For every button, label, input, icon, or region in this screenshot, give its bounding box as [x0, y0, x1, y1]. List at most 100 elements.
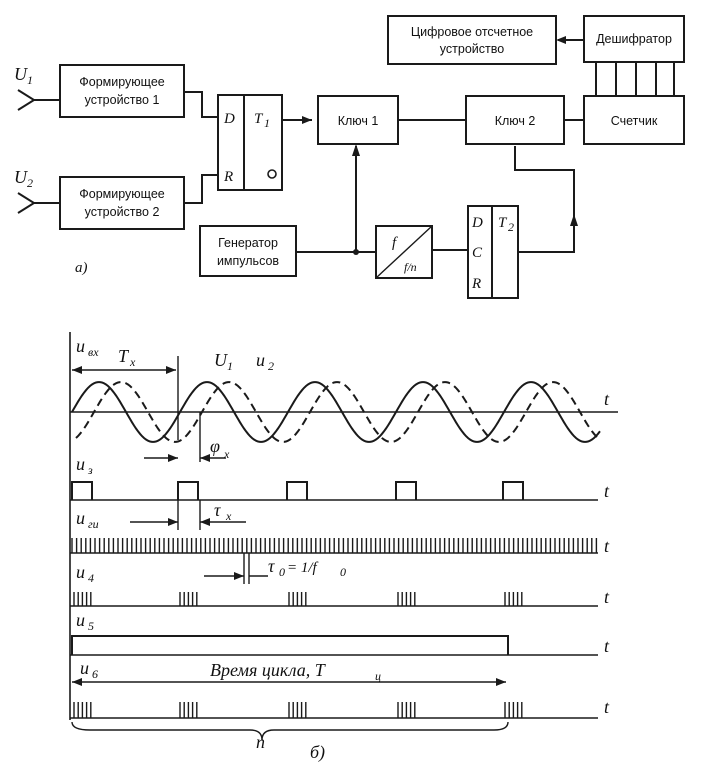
- divider-block: f f/n: [375, 225, 433, 279]
- period-sub: x: [129, 355, 136, 369]
- n-label: n: [256, 732, 265, 752]
- key-1-block: Ключ 1: [317, 95, 399, 145]
- gate-pulse: [286, 481, 308, 500]
- cycle-time-sub: ц: [375, 669, 381, 683]
- trigger-t1-r: R: [223, 169, 233, 185]
- wave2-sub: 2: [268, 359, 274, 373]
- counter-decoder-bus: [595, 62, 675, 96]
- input-u2: U 2: [14, 167, 60, 214]
- cycle-arrow-left-icon: [72, 678, 82, 686]
- trigger-t2-name: T: [498, 215, 508, 231]
- row2-sub: з: [87, 463, 93, 477]
- row3-label: u: [76, 508, 85, 528]
- key-1-label: Ключ 1: [338, 114, 379, 128]
- shaper-2-block: Формирующее устройство 2: [59, 176, 185, 230]
- tau-arrow-icon-2: [200, 518, 210, 526]
- key-2-label: Ключ 2: [495, 114, 536, 128]
- row4-t-label: t: [604, 587, 610, 607]
- row5-label: u: [76, 610, 85, 630]
- input-u2-label: U: [14, 167, 28, 187]
- tau0-eq: = 1/f: [287, 560, 319, 576]
- tau0-sub: 0: [279, 565, 285, 579]
- wave-u1: [71, 381, 601, 443]
- cycle-time-label: Время цикла, T: [210, 660, 327, 680]
- wire-t2-to-key2: [514, 146, 575, 253]
- wire-shaper1-to-d: [184, 91, 218, 118]
- row3-t-label: t: [604, 536, 610, 556]
- tau0-arrow-icon: [234, 572, 244, 580]
- wave1-sub: 1: [227, 359, 233, 373]
- trigger-t1-sub: 1: [264, 116, 270, 130]
- cycle-arrow-right-icon: [496, 678, 506, 686]
- row1-t-label: t: [604, 389, 610, 409]
- phase-sub: x: [223, 447, 230, 461]
- arrow-to-display-icon: [556, 36, 566, 44]
- wave-u2: [75, 381, 601, 443]
- generator-line-2: импульсов: [217, 254, 279, 268]
- row3-sub: ги: [88, 517, 99, 531]
- shaper-1-line-2: устройство 1: [85, 93, 160, 107]
- shaper-1-block: Формирующее устройство 1: [59, 64, 185, 118]
- arrow-right-icon: [166, 366, 176, 374]
- key-2-block: Ключ 2: [465, 95, 565, 145]
- arrow-to-key1-icon: [302, 116, 312, 124]
- arrow-left-icon: [72, 366, 82, 374]
- trigger-t2-block: D C R T 2: [467, 205, 519, 299]
- counter-label: Счетчик: [611, 114, 658, 128]
- decoder-block: Дешифратор: [583, 15, 685, 63]
- row2-label: u: [76, 454, 85, 474]
- display-block: Цифровое отсчетное устройство: [387, 15, 557, 65]
- row6-label: u: [80, 658, 89, 678]
- phase-label: φ: [210, 436, 220, 456]
- input-u1-sub: 1: [27, 73, 33, 87]
- trigger-t1-name: T: [254, 111, 264, 127]
- shaper-2-line-2: устройство 2: [85, 205, 160, 219]
- phase-arrow-icon: [168, 454, 178, 462]
- row4-label: u: [76, 562, 85, 582]
- trigger-t2-c: C: [472, 245, 483, 261]
- decoder-label: Дешифратор: [596, 32, 672, 46]
- input-u1: U 1: [14, 64, 60, 111]
- row4-sub: 4: [88, 571, 94, 585]
- input-u2-sub: 2: [27, 176, 33, 190]
- trigger-t2-r: R: [471, 276, 481, 292]
- display-line-2: устройство: [440, 42, 504, 56]
- gate-pulses: [71, 481, 524, 500]
- row5-sub: 5: [88, 619, 94, 633]
- wave1-label: U: [214, 350, 228, 370]
- burst-pulses-u4: [73, 592, 523, 606]
- row6-sub: 6: [92, 667, 98, 681]
- tau0-label: τ: [268, 556, 275, 576]
- row5-t-label: t: [604, 636, 610, 656]
- arrow-up-t2-icon: [570, 214, 578, 226]
- tau-arrow-icon: [168, 518, 178, 526]
- gate-pulse: [502, 481, 524, 500]
- clock-pulses: [71, 538, 598, 553]
- inverted-output-icon: [267, 169, 277, 179]
- tau-sub: x: [225, 509, 232, 523]
- wire-shaper2-to-r: [184, 174, 218, 204]
- row2-t-label: t: [604, 481, 610, 501]
- phase-arrow-icon-2: [200, 454, 210, 462]
- arrow-up-key1-icon: [352, 144, 360, 156]
- wave2-label: u: [256, 350, 265, 370]
- divider-bottom-label: f/n: [404, 260, 417, 274]
- period-label: T: [118, 346, 130, 366]
- row1-label: u: [76, 336, 85, 356]
- trigger-t1-block: D R T 1: [217, 94, 283, 191]
- tau0-eq-sub: 0: [340, 565, 346, 579]
- gate-pulse: [71, 481, 93, 500]
- caption-b: б): [310, 742, 325, 763]
- counter-block: Счетчик: [583, 95, 685, 145]
- generator-block: Генератор импульсов: [199, 225, 297, 277]
- row1-sub: вх: [88, 345, 99, 359]
- tau-label: τ: [214, 500, 221, 520]
- gate-pulse: [177, 481, 199, 500]
- n-brace: [71, 721, 509, 741]
- burst-pulses-u6: [73, 702, 523, 718]
- row6-t-label: t: [604, 697, 610, 717]
- generator-line-1: Генератор: [218, 236, 278, 250]
- display-line-1: Цифровое отсчетное: [411, 25, 533, 39]
- trigger-t1-d: D: [223, 111, 235, 127]
